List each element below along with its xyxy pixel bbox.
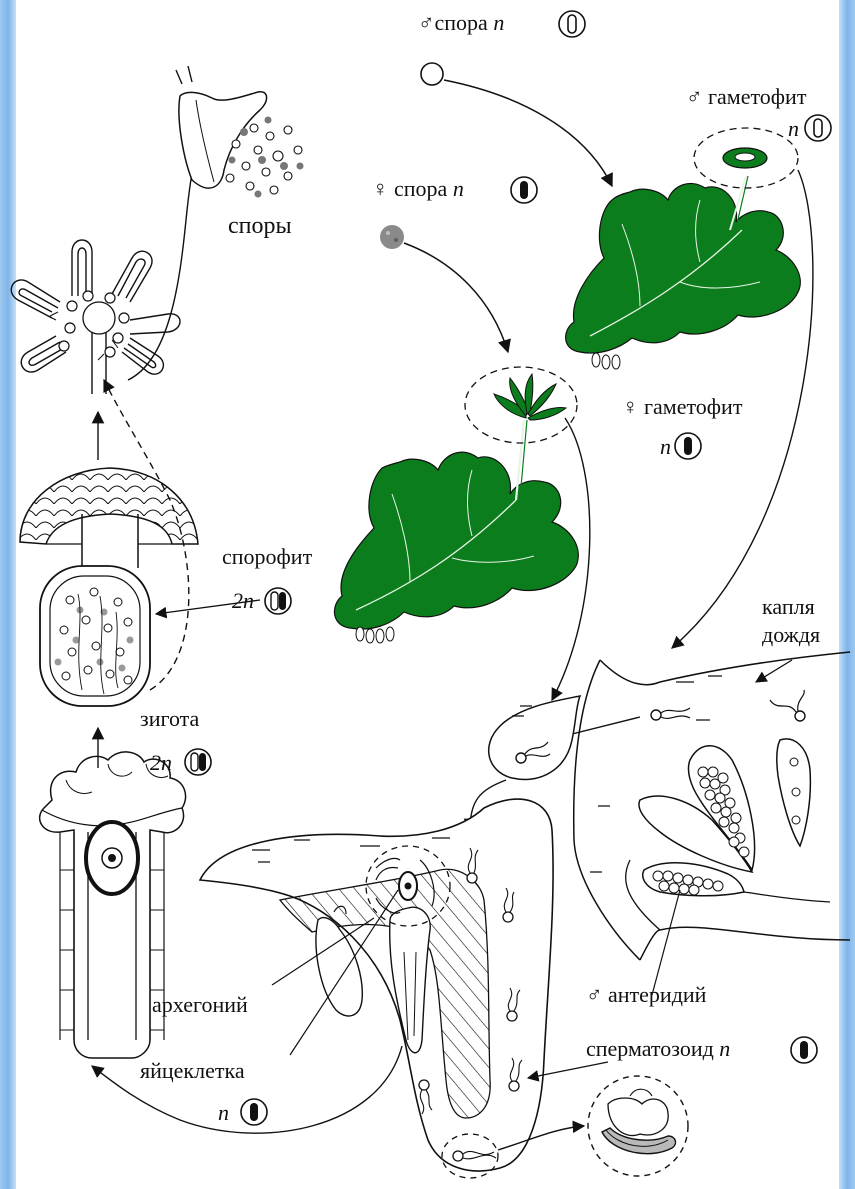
- female-gametophyte-ploidy: n: [660, 436, 671, 458]
- male-symbol: ♂: [686, 84, 703, 109]
- female-spore-icon: [380, 225, 404, 249]
- haploid-badge-male-spore: [559, 11, 585, 37]
- haploid-badge-male-gametophyte: [805, 115, 831, 141]
- male-symbol: ♂: [586, 982, 603, 1007]
- raindrop-label-line2: дождя: [762, 624, 820, 646]
- zygote-ploidy: 2n: [150, 752, 172, 774]
- sperm-label: сперматозоид n: [586, 1038, 730, 1060]
- raindrop-label-line1: капля: [762, 596, 815, 618]
- male-symbol: ♂: [418, 10, 435, 35]
- male-spore-icon: [421, 63, 443, 85]
- haploid-badge-female-gametophyte: [675, 433, 701, 459]
- male-gametophyte-thallus: [566, 148, 801, 369]
- archegonium-label: архегоний: [152, 994, 248, 1016]
- zygote-label: зигота: [140, 708, 199, 730]
- male-spore-label: ♂спора n: [418, 12, 504, 34]
- female-symbol: ♀: [372, 176, 389, 201]
- arrow-section-to-spores: [128, 150, 196, 380]
- antheridium-pointer: [652, 890, 680, 995]
- spores-label: споры: [228, 214, 292, 238]
- female-gametophyte-thallus: [334, 374, 578, 643]
- egg-cell-ploidy: n: [218, 1102, 229, 1124]
- female-gametophyte-label: ♀ гаметофит: [622, 396, 742, 418]
- sporangium-cross-section: [11, 240, 180, 394]
- sperm-enlarged: [588, 1076, 688, 1176]
- arrow-female-spore-to-gametophyte: [404, 243, 508, 352]
- diploid-badge-zygote: [185, 749, 211, 775]
- diploid-badge-sporophyte: [265, 588, 291, 614]
- male-gametophyte-label: ♂ гаметофит: [686, 86, 806, 108]
- arrow-male-spore-to-gametophyte: [444, 80, 612, 186]
- antheridial-receptacle-section: [574, 652, 850, 960]
- antheridium-label: ♂ антеридий: [586, 984, 706, 1006]
- haploid-badge-female-spore: [511, 177, 537, 203]
- raindrop-with-sperm: [489, 696, 580, 779]
- female-spore-label: ♀ спора n: [372, 178, 464, 200]
- egg-cell-label: яйцеклетка: [140, 1060, 245, 1082]
- sporophyte-ploidy: 2n: [232, 590, 254, 612]
- haploid-badge-egg-cell: [241, 1099, 267, 1125]
- female-symbol: ♀: [622, 394, 639, 419]
- male-gametophyte-ploidy: n: [788, 118, 799, 140]
- sporophyte-capsule: [20, 468, 198, 706]
- spore-release-capsule: [176, 66, 304, 198]
- sporophyte-label: спорофит: [222, 546, 312, 568]
- haploid-badge-sperm: [791, 1037, 817, 1063]
